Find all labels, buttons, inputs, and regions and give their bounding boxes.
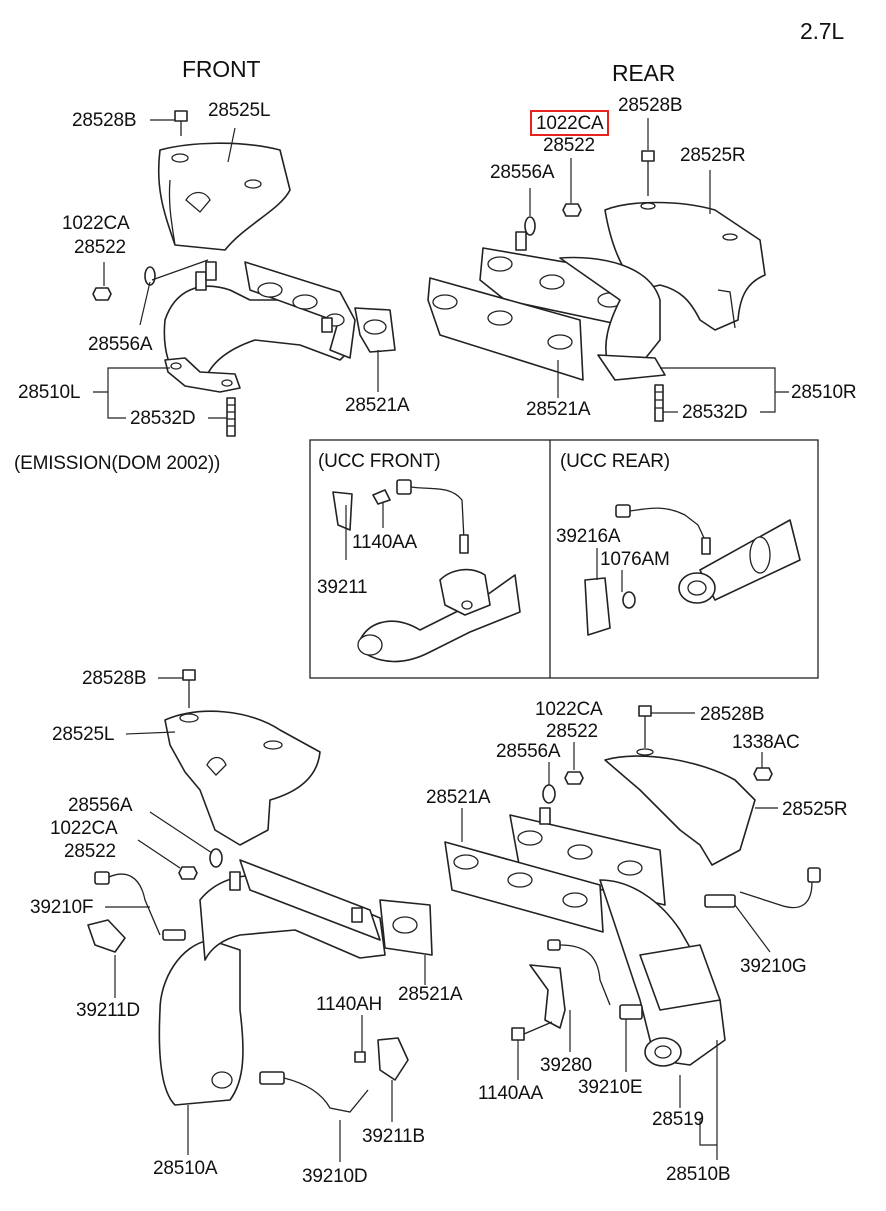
part-label[interactable]: 28522 <box>546 721 598 742</box>
part-label[interactable]: 39280 <box>540 1055 592 1076</box>
br-sensor-39210E <box>511 939 643 1041</box>
part-label[interactable]: 39210D <box>302 1166 368 1187</box>
highlighted-part-label[interactable]: 1022CA <box>530 110 610 136</box>
rear-bolt-28528B <box>641 150 655 196</box>
part-label[interactable]: 28528B <box>618 95 683 116</box>
part-label[interactable]: 28510R <box>791 382 857 403</box>
part-label[interactable]: 1076AM <box>600 549 670 570</box>
engine-size-label: 2.7L <box>800 18 844 44</box>
part-label[interactable]: 1140AA <box>478 1083 544 1104</box>
part-label[interactable]: 28525L <box>52 724 115 745</box>
part-label[interactable]: 1140AH <box>316 994 383 1015</box>
rear-washer-28556A <box>524 216 536 236</box>
ucc-front-title: (UCC FRONT) <box>318 451 441 472</box>
part-label[interactable]: 28556A <box>68 795 133 816</box>
bl-heat-shield <box>164 710 321 846</box>
br-manifold-28510B <box>509 807 726 1067</box>
ucc-box <box>309 439 819 679</box>
ucc-front-drawing <box>332 479 521 663</box>
part-label[interactable]: 28532D <box>130 408 196 429</box>
part-label[interactable]: 28510B <box>666 1164 731 1185</box>
front-stud-28532D <box>226 397 236 437</box>
part-label[interactable]: 28522 <box>64 841 116 862</box>
part-label[interactable]: 28528B <box>700 704 765 725</box>
leaders-rear <box>529 118 789 413</box>
part-label[interactable]: 28522 <box>74 237 126 258</box>
br-heat-shield <box>604 748 756 866</box>
rear-manifold-28510R <box>479 231 666 381</box>
front-bolt-28528B <box>174 110 188 136</box>
part-label[interactable]: 28528B <box>72 110 137 131</box>
part-label[interactable]: 1140AA <box>352 532 418 553</box>
part-label[interactable]: 28510A <box>153 1158 218 1179</box>
front-gasket-28521A <box>354 307 396 353</box>
bl-gasket <box>379 899 433 956</box>
part-label[interactable]: 28525R <box>782 799 848 820</box>
ucc-rear-title: (UCC REAR) <box>560 451 670 472</box>
br-nuts <box>542 767 773 804</box>
part-label[interactable]: 39211 <box>317 577 368 598</box>
part-label[interactable]: 28521A <box>426 787 491 808</box>
leaders-front <box>93 119 379 419</box>
part-label[interactable]: 39210G <box>740 956 807 977</box>
part-label[interactable]: 28532D <box>682 402 748 423</box>
front-section-title: FRONT <box>182 56 261 82</box>
part-label[interactable]: 39216A <box>556 526 621 547</box>
front-nut-1022CA <box>92 287 112 301</box>
rear-stud-28532D <box>654 384 664 422</box>
part-label[interactable]: 28510L <box>18 382 81 403</box>
part-label[interactable]: 39210E <box>578 1077 643 1098</box>
part-label[interactable]: 28519 <box>652 1109 704 1130</box>
part-label[interactable]: 28521A <box>526 399 591 420</box>
part-label[interactable]: 28525R <box>680 145 746 166</box>
front-heat-shield-upper <box>157 142 291 251</box>
bl-bolt <box>182 669 196 708</box>
bl-washer <box>209 848 223 868</box>
part-label[interactable]: 28525L <box>208 100 271 121</box>
part-label[interactable]: 39211D <box>76 1000 140 1021</box>
part-label[interactable]: 28556A <box>88 334 153 355</box>
front-manifold-28510L <box>163 261 356 393</box>
part-label[interactable]: 1022CA <box>535 699 603 720</box>
part-label[interactable]: 1022CA <box>50 818 118 839</box>
emission-note: (EMISSION(DOM 2002)) <box>14 453 221 474</box>
part-label[interactable]: 28521A <box>398 984 463 1005</box>
rear-section-title: REAR <box>612 60 676 86</box>
part-label[interactable]: 28556A <box>490 162 555 183</box>
part-label[interactable]: 28556A <box>496 741 561 762</box>
bl-manifold-28510A <box>158 859 386 1106</box>
part-label[interactable]: 39211B <box>362 1126 425 1147</box>
part-label[interactable]: 39210F <box>30 897 94 918</box>
part-label[interactable]: 28522 <box>543 135 595 156</box>
part-label[interactable]: 28528B <box>82 668 147 689</box>
bl-sensor-39210F <box>87 871 186 953</box>
part-label[interactable]: 1338AC <box>732 732 800 753</box>
part-label[interactable]: 1022CA <box>62 213 130 234</box>
rear-gasket-28521A <box>427 277 584 381</box>
br-bolt <box>638 705 652 748</box>
br-gasket <box>444 841 604 933</box>
rear-heat-shield <box>604 201 766 331</box>
leaders-br <box>461 712 778 1160</box>
rear-nut-1022CA <box>562 203 582 217</box>
leaders-bl <box>105 677 426 1162</box>
bl-sensor-39210D <box>259 1037 409 1113</box>
br-sensor-39210G <box>704 867 821 909</box>
bl-nut <box>178 866 198 880</box>
front-washer-28556A <box>144 266 156 286</box>
ucc-rear-drawing <box>584 504 801 636</box>
part-label[interactable]: 28521A <box>345 395 410 416</box>
